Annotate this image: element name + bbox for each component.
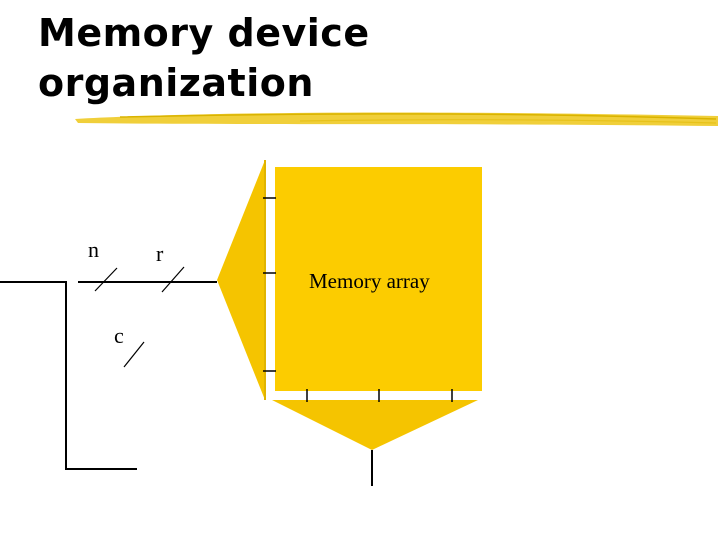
title-line-2: organization [38,61,314,105]
column-address-path [0,281,137,470]
title-underline [75,112,718,126]
memory-array-label: Memory array [309,269,430,293]
bus-slash-n [94,267,118,292]
bus-slash-r [161,266,185,293]
label-r: r [156,241,164,266]
slide-title: Memory device organization [38,8,370,108]
bus-slash-c [123,341,145,368]
row-lines [263,197,276,372]
row-decoder [217,160,265,400]
column-decoder [272,400,478,450]
column-lines [306,389,453,402]
label-n: n [88,237,99,262]
label-c: c [114,323,124,348]
title-line-1: Memory device [38,11,370,55]
memory-array [275,167,482,391]
